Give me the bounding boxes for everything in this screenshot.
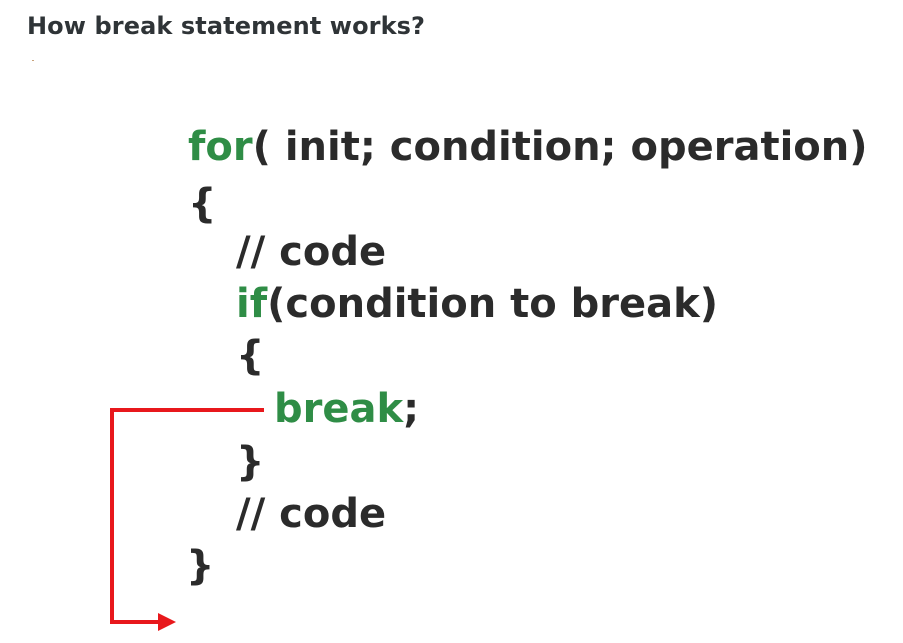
break-line: break; bbox=[274, 389, 419, 429]
break-keyword: break bbox=[274, 386, 404, 432]
code-comment-after: // code bbox=[236, 491, 387, 537]
arrowhead-icon bbox=[158, 613, 176, 631]
break-semicolon: ; bbox=[403, 386, 420, 432]
if-keyword: if bbox=[236, 281, 268, 327]
if-condition: (condition to break) bbox=[267, 281, 719, 327]
inner-open-brace: { bbox=[236, 333, 265, 379]
for-line: for( init; condition; operation) bbox=[188, 127, 868, 167]
break-flow-line bbox=[110, 408, 264, 624]
outer-close-brace: } bbox=[186, 543, 215, 589]
decorative-dot bbox=[32, 60, 34, 61]
code-comment-before: // code bbox=[236, 229, 387, 275]
for-parameters: ( init; condition; operation) bbox=[252, 124, 868, 170]
outer-open-brace: { bbox=[188, 181, 217, 227]
for-keyword: for bbox=[188, 124, 253, 170]
inner-close-brace: } bbox=[236, 439, 265, 485]
if-line: if(condition to break) bbox=[236, 284, 718, 324]
page-title: How break statement works? bbox=[27, 12, 426, 40]
